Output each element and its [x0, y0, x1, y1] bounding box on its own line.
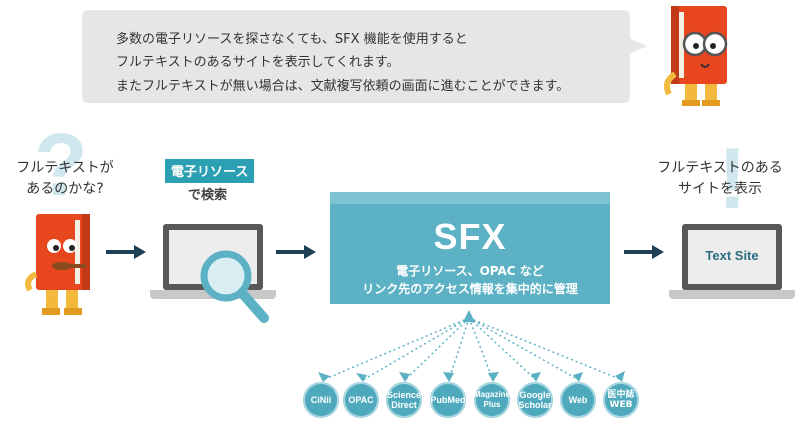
left-question-line-1: フルテキストが — [16, 160, 114, 176]
source-web[interactable]: Web — [560, 382, 596, 418]
sfx-title: SFX — [433, 216, 507, 257]
laptop-base-text-site — [669, 290, 795, 299]
source-pubmed[interactable]: PubMed — [430, 382, 466, 418]
source-cinii[interactable]: CiNii — [303, 382, 339, 418]
source-opac-label: OPAC — [348, 395, 374, 405]
source-pubmed-label: PubMed — [430, 395, 466, 405]
source-google-scholar[interactable]: Google Scholar — [517, 382, 553, 418]
mascot-top-right — [664, 6, 728, 106]
bubble-text-line-2: フルテキストのあるサイトを表示してくれます。 — [116, 55, 400, 70]
right-caption: フルテキストのある サイトを表示 — [650, 158, 790, 200]
speech-bubble — [82, 10, 630, 103]
sfx-desc-line-2: リンク先のアクセス情報を集中的に管理 — [362, 282, 578, 296]
arrow-1-icon — [106, 245, 146, 259]
eresource-subtitle: で検索 — [188, 188, 228, 203]
magnifier-icon — [200, 250, 269, 323]
text-site-label: Text Site — [705, 248, 759, 263]
eresource-tag: 電子リソース — [165, 159, 255, 183]
source-opac[interactable]: OPAC — [343, 382, 379, 418]
source-web-label: Web — [568, 395, 588, 405]
source-science-direct-label: Science Direct — [386, 390, 422, 410]
mascot-left — [25, 214, 90, 315]
bubble-text-line-3: またフルテキストが無い場合は、文献複写依頼の画面に進むことができます。 — [116, 79, 570, 94]
arrow-3-icon — [624, 245, 664, 259]
source-cinii-label: CiNii — [310, 395, 332, 405]
source-science-direct[interactable]: Science Direct — [386, 382, 422, 418]
speech-bubble-tail — [629, 38, 647, 54]
source-ichushi-web-label: 医中誌 WEB — [607, 390, 635, 410]
left-question-text: フルテキストが あるのかな? — [10, 158, 120, 200]
sfx-box-top — [330, 192, 610, 204]
exclamation-mark-icon: ! — [718, 131, 747, 227]
source-ichushi-web[interactable]: 医中誌 WEB — [603, 382, 639, 418]
laptop-screen-text-site — [682, 224, 782, 290]
source-magazine-plus-label: Magazine Plus — [474, 390, 511, 409]
source-magazine-plus[interactable]: Magazine Plus — [474, 382, 510, 418]
source-google-scholar-label: Google Scholar — [518, 390, 552, 410]
right-caption-line-2: サイトを表示 — [678, 181, 762, 197]
left-question-line-2: あるのかな? — [26, 181, 104, 197]
question-mark-icon: ? — [34, 115, 88, 214]
arrow-2-icon — [276, 245, 316, 259]
sfx-desc-line-1: 電子リソース、OPAC など — [396, 264, 544, 278]
bubble-text-line-1: 多数の電子リソースを探さなくても、SFX 機能を使用すると — [116, 32, 468, 47]
sfx-box — [330, 204, 610, 304]
right-caption-line-1: フルテキストのある — [657, 160, 783, 176]
